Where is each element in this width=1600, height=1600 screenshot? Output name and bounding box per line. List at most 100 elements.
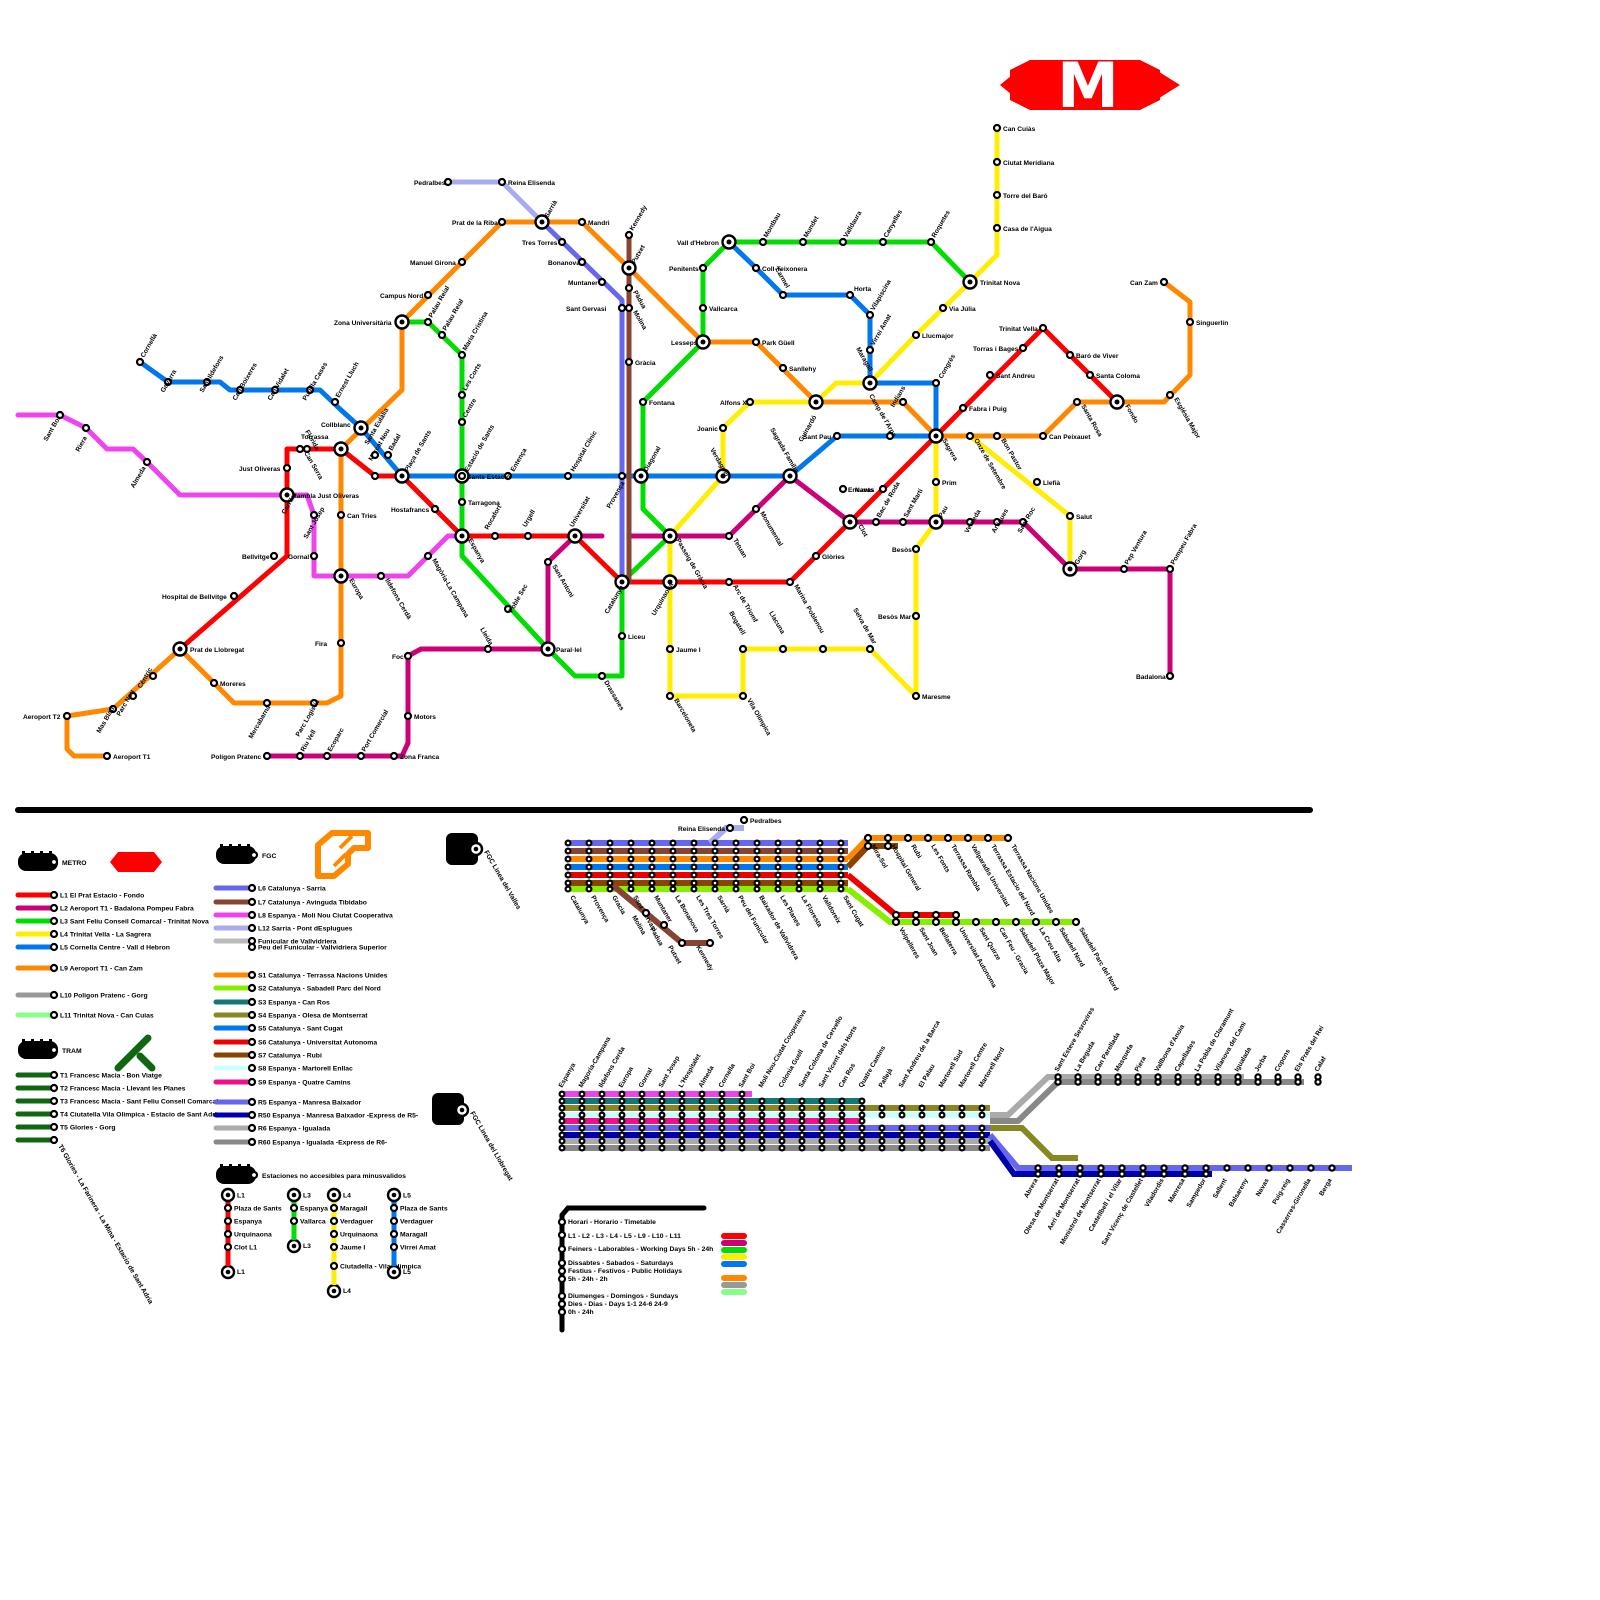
station-llacuna[interactable]: Llacuna: [767, 610, 788, 654]
station-gorg[interactable]: Gorg: [1062, 549, 1088, 577]
station-maresme[interactable]: Maresme: [911, 691, 951, 701]
station-santandreu[interactable]: Sant Andreu: [985, 370, 1035, 380]
llobregat-manresa-station[interactable]: Balsareny: [1228, 1164, 1252, 1208]
station-cantries[interactable]: Can Tries: [336, 510, 377, 520]
station-pratderiba[interactable]: Prat de la Riba: [452, 217, 507, 227]
station-zonauniv[interactable]: Zona Universitària: [334, 314, 410, 330]
station-gracia[interactable]: Gràcia: [624, 357, 656, 367]
station-reinaelisenda[interactable]: Reina Elisenda: [497, 177, 555, 187]
station-cancuias[interactable]: Can Cuiàs: [992, 123, 1036, 133]
station-casaaigua[interactable]: Casa de l'Aigua: [992, 223, 1052, 233]
station-collblanc[interactable]: Collblanc: [321, 420, 369, 436]
station-roquetes[interactable]: Roquetes: [926, 209, 952, 247]
station-monumental[interactable]: Monumental: [751, 504, 784, 548]
station-barceloneta[interactable]: Barceloneta: [665, 691, 697, 734]
station-aeropt2[interactable]: Aeroport T2: [23, 711, 72, 721]
station-lesseps[interactable]: Lesseps: [671, 334, 711, 350]
station-hostafrancs[interactable]: Hostafrancs: [391, 504, 440, 514]
station-torrassa[interactable]: Torrassa: [301, 434, 349, 457]
station-kennedy[interactable]: Kennedy: [624, 204, 649, 240]
station-tarragona[interactable]: Tarragona: [457, 497, 500, 507]
station-fabraipuig[interactable]: Fabra i Puig: [958, 403, 1007, 413]
station-ildefonscerda[interactable]: Ildefons Cerdà: [376, 571, 412, 621]
station-moreres[interactable]: Moreres: [209, 678, 246, 688]
station-bonanova[interactable]: Bonanova: [548, 257, 587, 267]
station-esglesiamajor[interactable]: Església Major: [1165, 390, 1202, 440]
station-salut[interactable]: Salut: [1065, 511, 1093, 521]
station-indians[interactable]: Indians: [890, 385, 908, 409]
station-catalunya[interactable]: Catalunya: [604, 574, 630, 616]
station-almeda[interactable]: Almeda: [130, 457, 152, 490]
station-torrasibages[interactable]: Torras i Bages: [973, 343, 1028, 353]
station-llucmajor[interactable]: Llucmajor: [911, 330, 954, 340]
station-collteixonera[interactable]: Coll-Teixonera: [751, 263, 808, 273]
station-vilaolimpica[interactable]: Vila Olímpica: [738, 691, 772, 737]
station-besos[interactable]: Besòs: [892, 544, 921, 554]
station-putxet[interactable]: Putxet: [621, 243, 648, 276]
station-poligonpratenc[interactable]: Polígon Pratenc: [211, 751, 272, 761]
station-barodeviver[interactable]: Baró de Viver: [1065, 350, 1119, 360]
station-clot[interactable]: Clot: [842, 514, 870, 539]
station-parkguell[interactable]: Park Güell: [751, 337, 795, 347]
station-selvamar[interactable]: Selva de Mar: [851, 607, 878, 654]
station-palaureial[interactable]: Palau Reial: [437, 298, 465, 340]
llobregat-manresa-station[interactable]: Puig-reig: [1271, 1164, 1294, 1206]
station-bellvitge[interactable]: Bellvitge: [242, 551, 279, 561]
station-prim[interactable]: Prim: [931, 477, 957, 487]
station-motors[interactable]: Motors: [403, 711, 436, 721]
station-hospbellvitge[interactable]: Hospital de Bellvitge: [162, 591, 239, 601]
station-valldhebron[interactable]: Vall d'Hebron: [677, 234, 737, 250]
station-muntaner[interactable]: Muntaner: [568, 277, 607, 287]
llobregat-station[interactable]: Almeda: [698, 1065, 716, 1152]
station-trinitatvella[interactable]: Trinitat Vella: [999, 323, 1048, 333]
station-marina[interactable]: Marina: [785, 577, 809, 606]
station-encants[interactable]: Encants: [838, 484, 874, 494]
llobregat-manresa-station[interactable]: Casserres-Gironella: [1275, 1164, 1315, 1235]
station-fontana[interactable]: Fontana: [638, 397, 675, 407]
station-santpau[interactable]: Sant Pau: [803, 431, 842, 441]
station-santacoloma[interactable]: Santa Coloma: [1085, 370, 1140, 380]
station-bogatell[interactable]: Bogatell: [727, 610, 748, 654]
station-mercabarna[interactable]: Mercabarna: [248, 698, 273, 740]
station-liceu[interactable]: Liceu: [617, 631, 645, 641]
station-zonafranca[interactable]: Zona Franca: [389, 751, 440, 761]
station-cemric[interactable]: Cèntric: [137, 666, 158, 690]
station-alfonsx[interactable]: Alfons X: [720, 397, 755, 407]
station-horta[interactable]: Horta: [845, 286, 872, 300]
station-canpeixauet[interactable]: Can Peixauet: [1038, 431, 1091, 441]
station-ernest[interactable]: Ernest Lluch: [330, 361, 361, 407]
station-campusnord[interactable]: Campus Nord: [380, 290, 433, 300]
station-congres[interactable]: Congrés: [931, 353, 957, 388]
station-canvidalet[interactable]: Can Vidalet: [267, 367, 291, 402]
valles-l7-station[interactable]: Putxet: [666, 938, 687, 966]
station-penitents[interactable]: Penitents: [669, 263, 708, 273]
station-fira[interactable]: Fira: [315, 638, 346, 648]
station-riera[interactable]: Riera: [75, 423, 91, 453]
station-justoliveras[interactable]: Just Oliveras: [239, 463, 292, 473]
station-navas[interactable]: Navas: [855, 484, 888, 494]
station-foc[interactable]: Foc: [392, 651, 413, 661]
station-santmarti[interactable]: Sant Martí: [898, 487, 925, 527]
station-ciutatmeridiana[interactable]: Ciutat Meridiana: [992, 157, 1055, 167]
station-canboixeres[interactable]: Can Boixeres: [232, 362, 259, 402]
station-santsest2[interactable]: Sants Estació: [457, 471, 510, 481]
station-santgervasi[interactable]: Sant Gervasi: [566, 303, 627, 313]
valles-l12-station[interactable]: Pedralbes: [739, 815, 782, 825]
station-pedralbes[interactable]: Pedralbes: [414, 177, 453, 187]
station-tetuan[interactable]: Tetuan: [724, 531, 748, 559]
station-lleftia[interactable]: Llefià: [1032, 477, 1061, 487]
station-pompeufabra[interactable]: Pompeu Fabra: [1165, 523, 1199, 574]
station-poblesec[interactable]: Poble Sec: [503, 583, 530, 614]
station-pepventura[interactable]: Pep Ventura: [1119, 529, 1149, 574]
station-pratllob[interactable]: Prat de Llobregat: [172, 641, 246, 657]
station-gornal[interactable]: Gornal: [288, 551, 319, 561]
station-pau[interactable]: Pau: [928, 505, 950, 530]
station-magoria[interactable]: Magòria-La Campana: [423, 551, 470, 619]
station-sanllehy[interactable]: Sanllehy: [778, 363, 816, 373]
station-drassanes[interactable]: Drassanes: [597, 671, 625, 712]
station-carrilet[interactable]: Carrilet: [279, 487, 299, 516]
station-canzam[interactable]: Can Zam: [1130, 277, 1169, 287]
station-aeropt1[interactable]: Aeroport T1: [102, 751, 151, 761]
station-mariacristina[interactable]: Maria Cristina: [457, 310, 490, 360]
station-parallel[interactable]: Paral·lel: [540, 641, 582, 657]
